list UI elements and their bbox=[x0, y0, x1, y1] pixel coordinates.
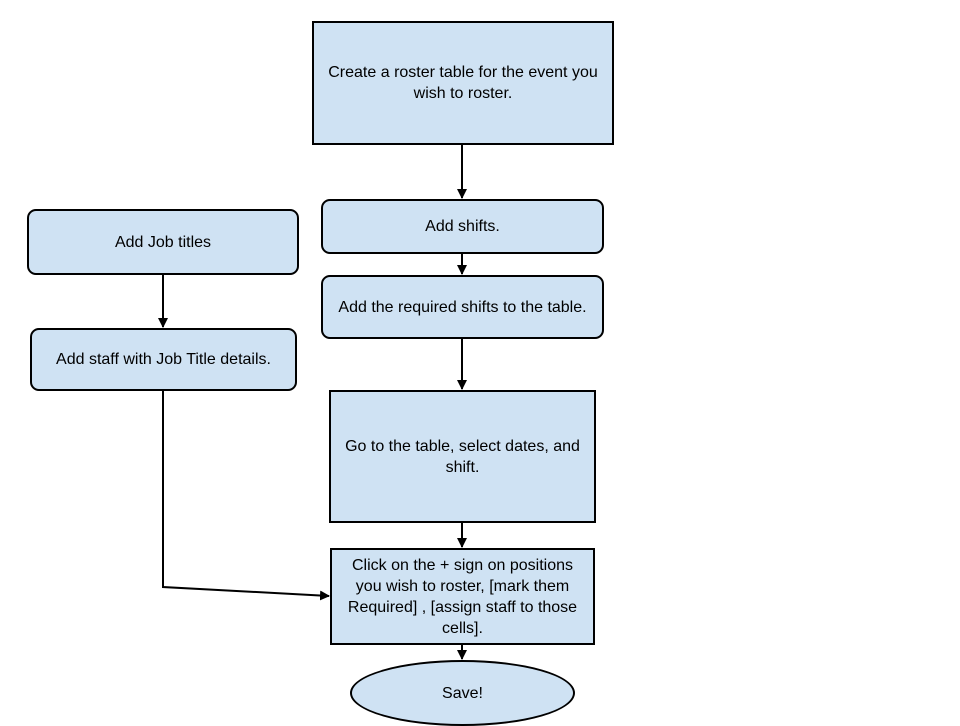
node-label: Create a roster table for the event you … bbox=[328, 64, 598, 102]
node-click-plus-sign: Click on the + sign on positions you wis… bbox=[330, 548, 595, 645]
node-label: Click on the + sign on positions you wis… bbox=[347, 556, 578, 637]
node-go-to-table: Go to the table, select dates, and shift… bbox=[329, 390, 596, 523]
node-add-staff: Add staff with Job Title details. bbox=[30, 328, 297, 391]
node-label: Add staff with Job Title details. bbox=[56, 351, 271, 368]
node-label: Go to the table, select dates, and shift… bbox=[345, 437, 580, 476]
node-save: Save! bbox=[350, 660, 575, 726]
node-add-shifts: Add shifts. bbox=[321, 199, 604, 254]
node-add-required-shifts: Add the required shifts to the table. bbox=[321, 275, 604, 339]
node-label: Add shifts. bbox=[425, 218, 500, 235]
node-add-job-titles: Add Job titles bbox=[27, 209, 299, 275]
node-label: Add the required shifts to the table. bbox=[338, 298, 587, 316]
node-label: Add Job titles bbox=[114, 233, 212, 251]
node-label: Save! bbox=[442, 684, 483, 702]
node-create-roster-table: Create a roster table for the event you … bbox=[312, 21, 614, 145]
edge-add-staff-to-click-plus bbox=[162, 391, 330, 601]
